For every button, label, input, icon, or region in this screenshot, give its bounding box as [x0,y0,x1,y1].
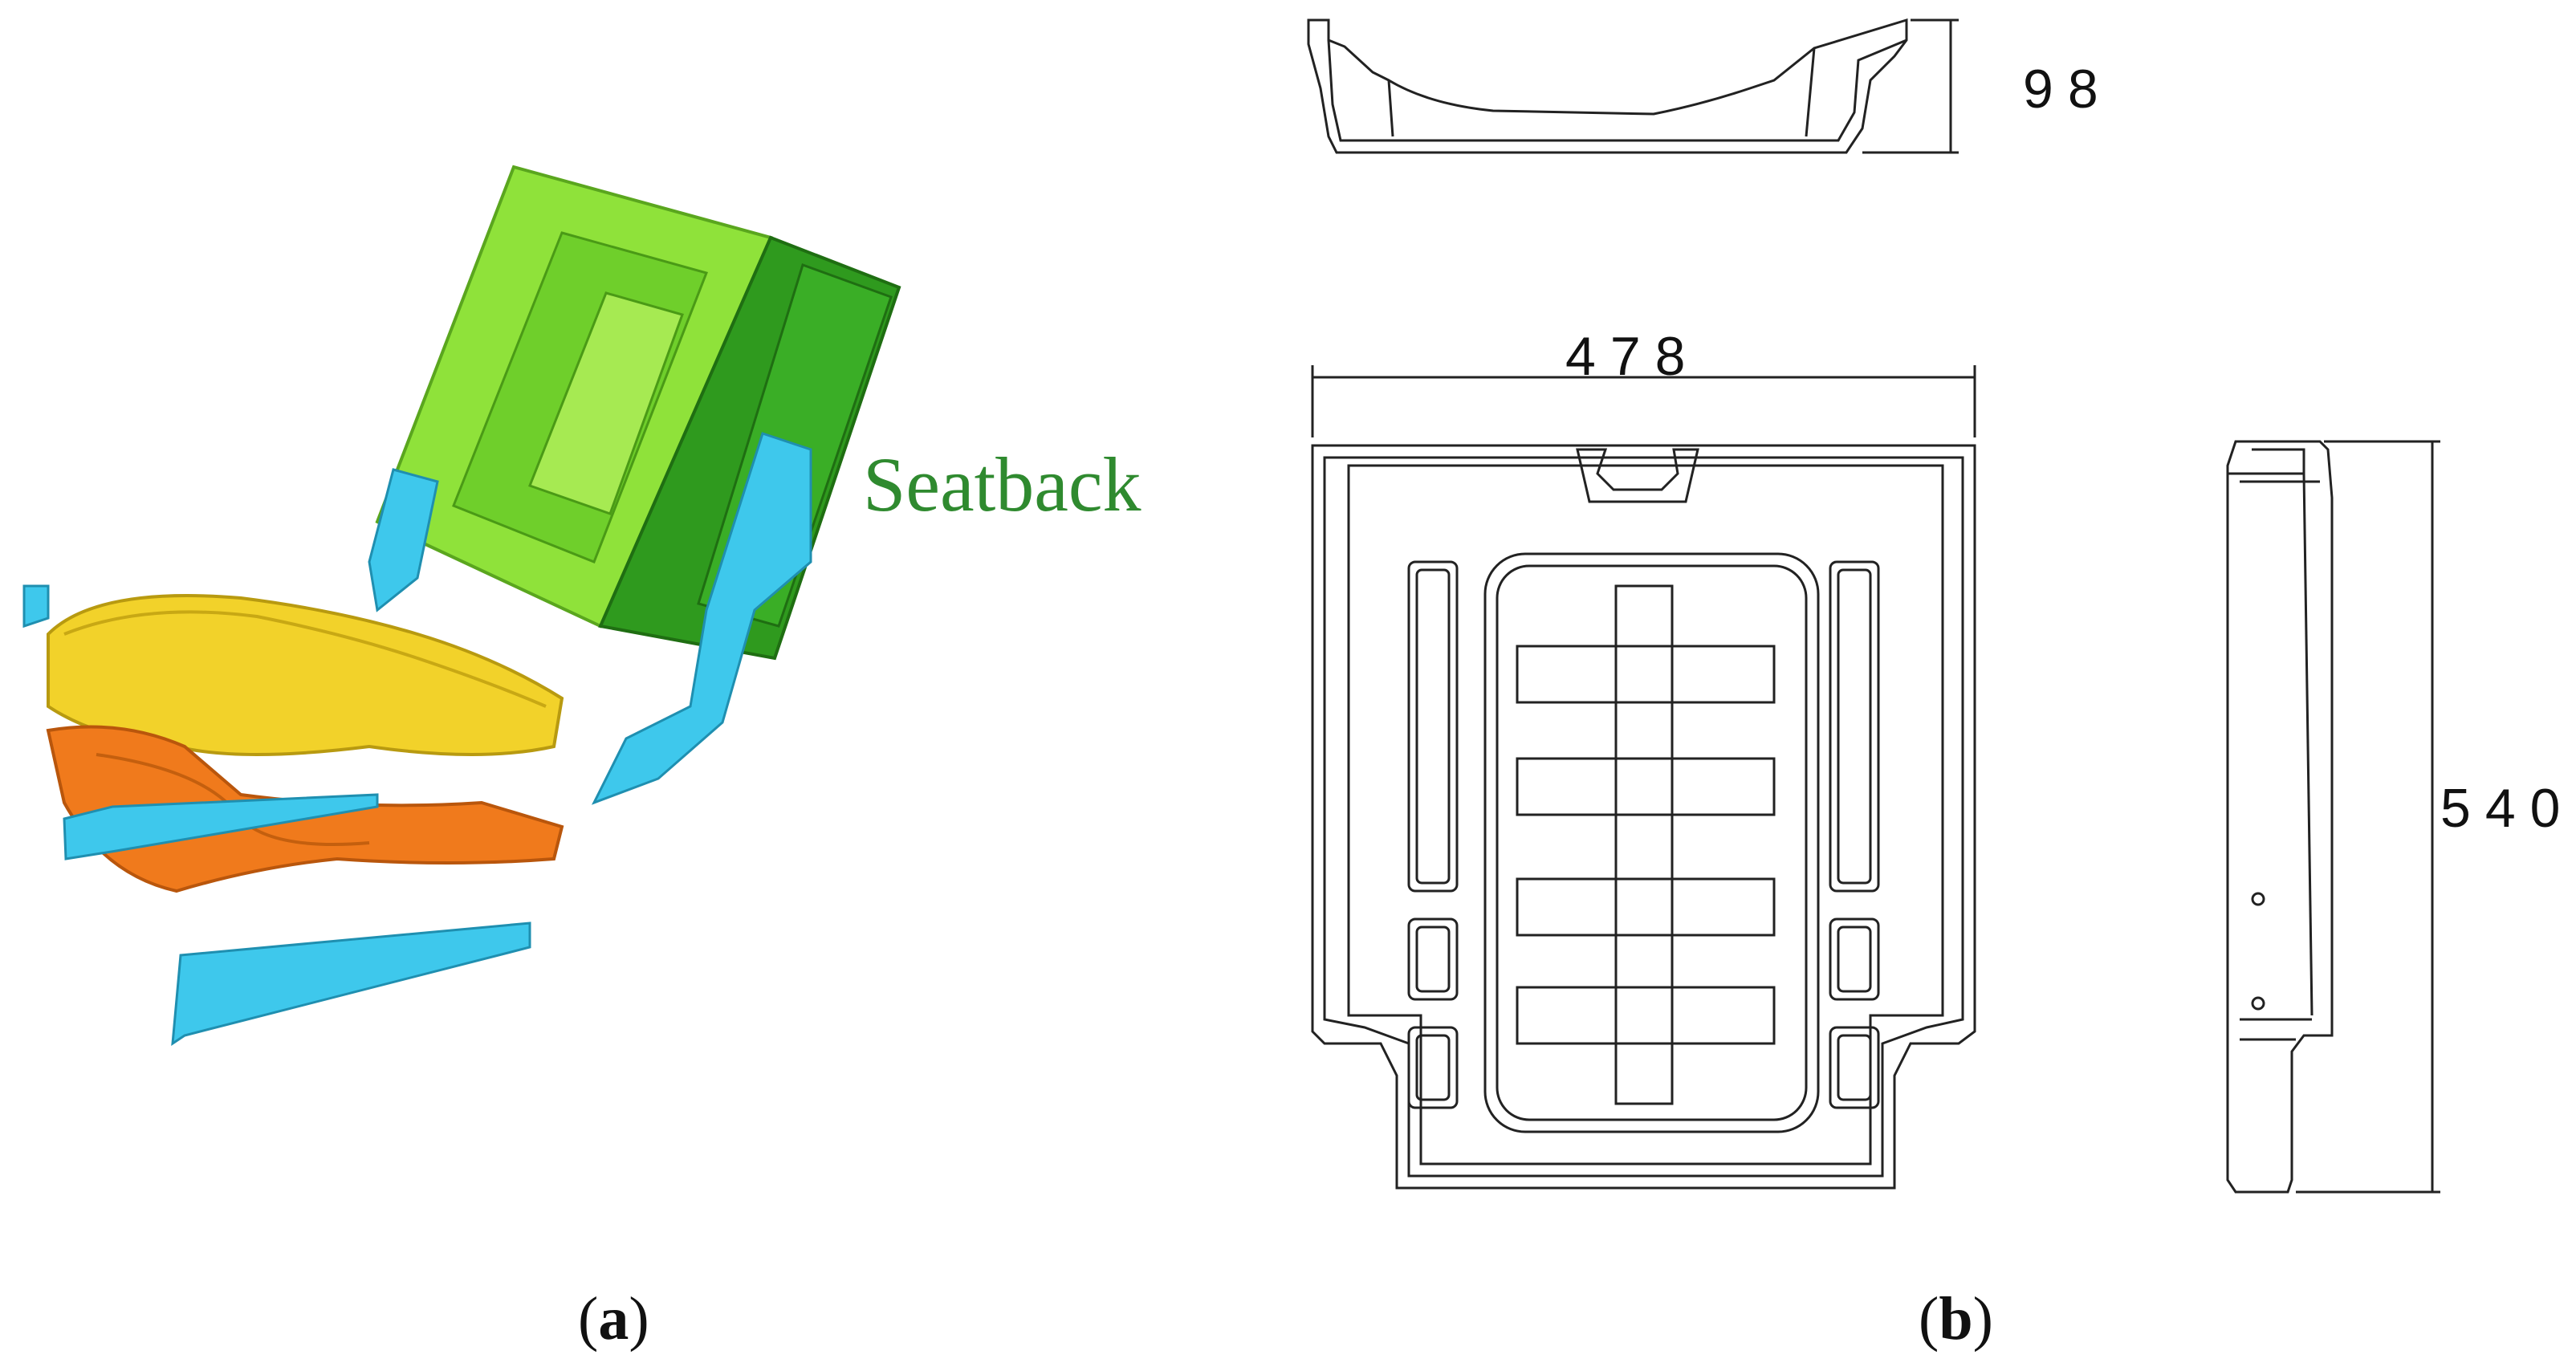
paren-open: ( [1919,1285,1939,1353]
panel-a-seat-model: Seatback (a) [0,0,1252,1371]
cross-bar-4 [1516,986,1776,1045]
dimension-label-98: 98 [2023,59,2113,120]
dimension-line-98 [1862,18,1959,154]
plan-view [1311,444,1976,1190]
cross-bar-3 [1516,877,1776,937]
dimension-label-478: 478 [1565,326,1700,387]
dimension-label-540: 540 [2440,778,2575,839]
rear-mount-plate [171,921,531,1046]
panel-b-caption-letter: b [1939,1285,1973,1353]
side-tab-bracket [22,584,50,629]
left-hinge-bracket [368,468,439,612]
panel-b-caption: (b) [1919,1284,1993,1354]
seatback-opening [528,291,684,515]
profile-elevation-view [1307,18,1908,154]
dimension-line-540 [2296,440,2440,1194]
seat-model-illustration [22,165,901,1046]
seatback-hinge-bracket [591,432,812,805]
seat-cushion-top [63,610,547,708]
side-view [2226,440,2334,1194]
seatback-label: Seatback [863,441,1141,527]
front-mount-bracket [63,793,379,860]
seat-pan-drawing [1307,18,2440,1194]
panel-b-technical-drawing: 98 478 540 (b) [1252,0,2576,1371]
cross-bar-1 [1516,645,1776,704]
cross-bar-2 [1516,757,1776,816]
paren-close: ) [1972,1285,1993,1353]
panel-a-caption: (a) [578,1284,649,1354]
panel-a-caption-letter: a [598,1285,629,1353]
paren-open: ( [578,1285,599,1353]
dimension-line-478 [1311,365,1976,437]
paren-close: ) [629,1285,649,1353]
